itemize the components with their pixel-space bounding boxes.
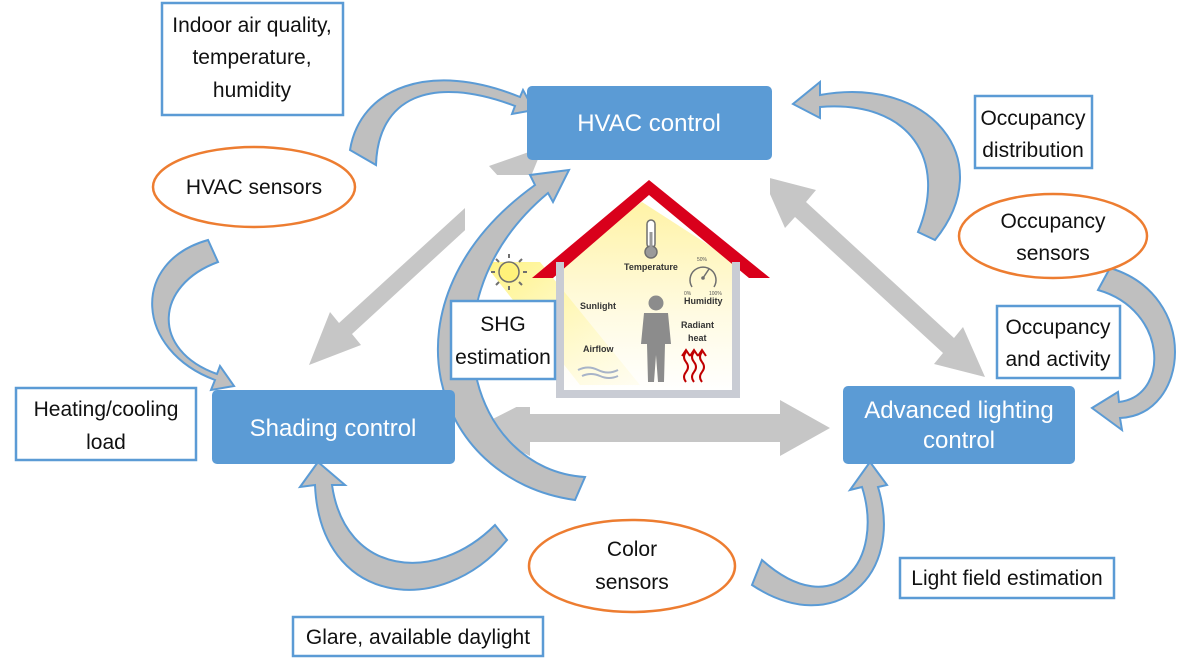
wall-left (556, 262, 564, 398)
lighting-control-box: Advanced lighting control (843, 386, 1075, 464)
wall-right (732, 262, 740, 398)
indoor-air-line2: temperature, (192, 46, 311, 69)
color-sensors-ellipse: Color sensors (527, 518, 737, 614)
shg-estimation-line1: SHG (480, 313, 526, 336)
curved-arrow-occupancy-to-hvac (791, 79, 961, 242)
curved-arrow-color-to-hvac (436, 168, 587, 502)
person-silhouette (641, 295, 671, 382)
hvac-sensors-label: HVAC sensors (186, 176, 322, 199)
curved-arrow-indoor-air-to-hvac (348, 79, 536, 167)
floor (556, 390, 740, 398)
hvac-sensors-ellipse: HVAC sensors (151, 145, 357, 229)
glare-daylight-label: Glare, available daylight (306, 626, 530, 649)
gauge-mid-label: 50% (697, 257, 708, 263)
occupancy-sensors-label-line1: Occupancy (1000, 210, 1106, 233)
gauge-low-label: 0% (684, 291, 692, 297)
light-field-estimation-box: Light field estimation (898, 556, 1116, 600)
color-sensors-label-line1: Color (607, 538, 657, 561)
roof (532, 180, 770, 278)
occupancy-activity-line1: Occupancy (1005, 316, 1111, 339)
lighting-control-label-line1: Advanced lighting (864, 397, 1053, 424)
sun-icon (491, 254, 527, 290)
occupancy-sensors-ellipse: Occupancy sensors (957, 192, 1149, 280)
radiant-heat-label-line2: heat (688, 333, 707, 343)
heating-cooling-line2: load (86, 431, 126, 454)
humidity-label: Humidity (684, 296, 723, 306)
airflow-icon (577, 366, 619, 379)
thermometer-icon (644, 219, 658, 259)
curved-arrow-occupancy-to-lighting (1090, 266, 1176, 433)
occupancy-activity-box: Occupancy and activity (995, 304, 1122, 380)
occupancy-distribution-line1: Occupancy (980, 107, 1086, 130)
shading-control-label: Shading control (250, 415, 417, 442)
lighting-control-label-line2: control (923, 427, 995, 454)
occupancy-activity-line2: and activity (1005, 348, 1111, 371)
hvac-control-label: HVAC control (577, 110, 721, 137)
hvac-control-box: HVAC control (527, 86, 772, 160)
radiant-heat-label-line1: Radiant (681, 320, 714, 330)
glare-daylight-box: Glare, available daylight (291, 615, 545, 658)
color-sensors-label-line2: sensors (595, 571, 669, 594)
indoor-air-line1: Indoor air quality, (172, 14, 332, 37)
humidity-gauge-icon (689, 266, 717, 288)
occupancy-distribution-box: Occupancy distribution (973, 94, 1094, 170)
indoor-air-line3: humidity (213, 79, 292, 102)
airflow-label: Airflow (583, 344, 614, 354)
hvac-lighting-double-arrow (762, 176, 985, 377)
occupancy-distribution-line2: distribution (982, 139, 1084, 162)
occupancy-sensors-label-line2: sensors (1016, 242, 1090, 265)
heating-cooling-line1: Heating/cooling (34, 398, 179, 421)
light-field-estimation-label: Light field estimation (911, 567, 1102, 590)
curved-arrow-color-to-lighting (750, 460, 889, 607)
shading-control-box: Shading control (212, 390, 455, 464)
shg-estimation-line2: estimation (455, 346, 551, 369)
indoor-air-quality-box: Indoor air quality, temperature, humidit… (160, 1, 345, 117)
shading-lighting-double-arrow (475, 400, 830, 456)
heating-cooling-load-box: Heating/cooling load (14, 386, 198, 462)
curved-arrow-hvac-sensors-to-shading (151, 238, 236, 392)
shg-estimation-box: SHG estimation (449, 299, 557, 381)
curved-arrow-color-to-shading (297, 460, 509, 591)
gauge-high-label: 100% (709, 291, 722, 297)
temperature-label: Temperature (624, 262, 678, 272)
sunlight-label: Sunlight (580, 301, 616, 311)
radiant-heat-icon (681, 348, 707, 383)
